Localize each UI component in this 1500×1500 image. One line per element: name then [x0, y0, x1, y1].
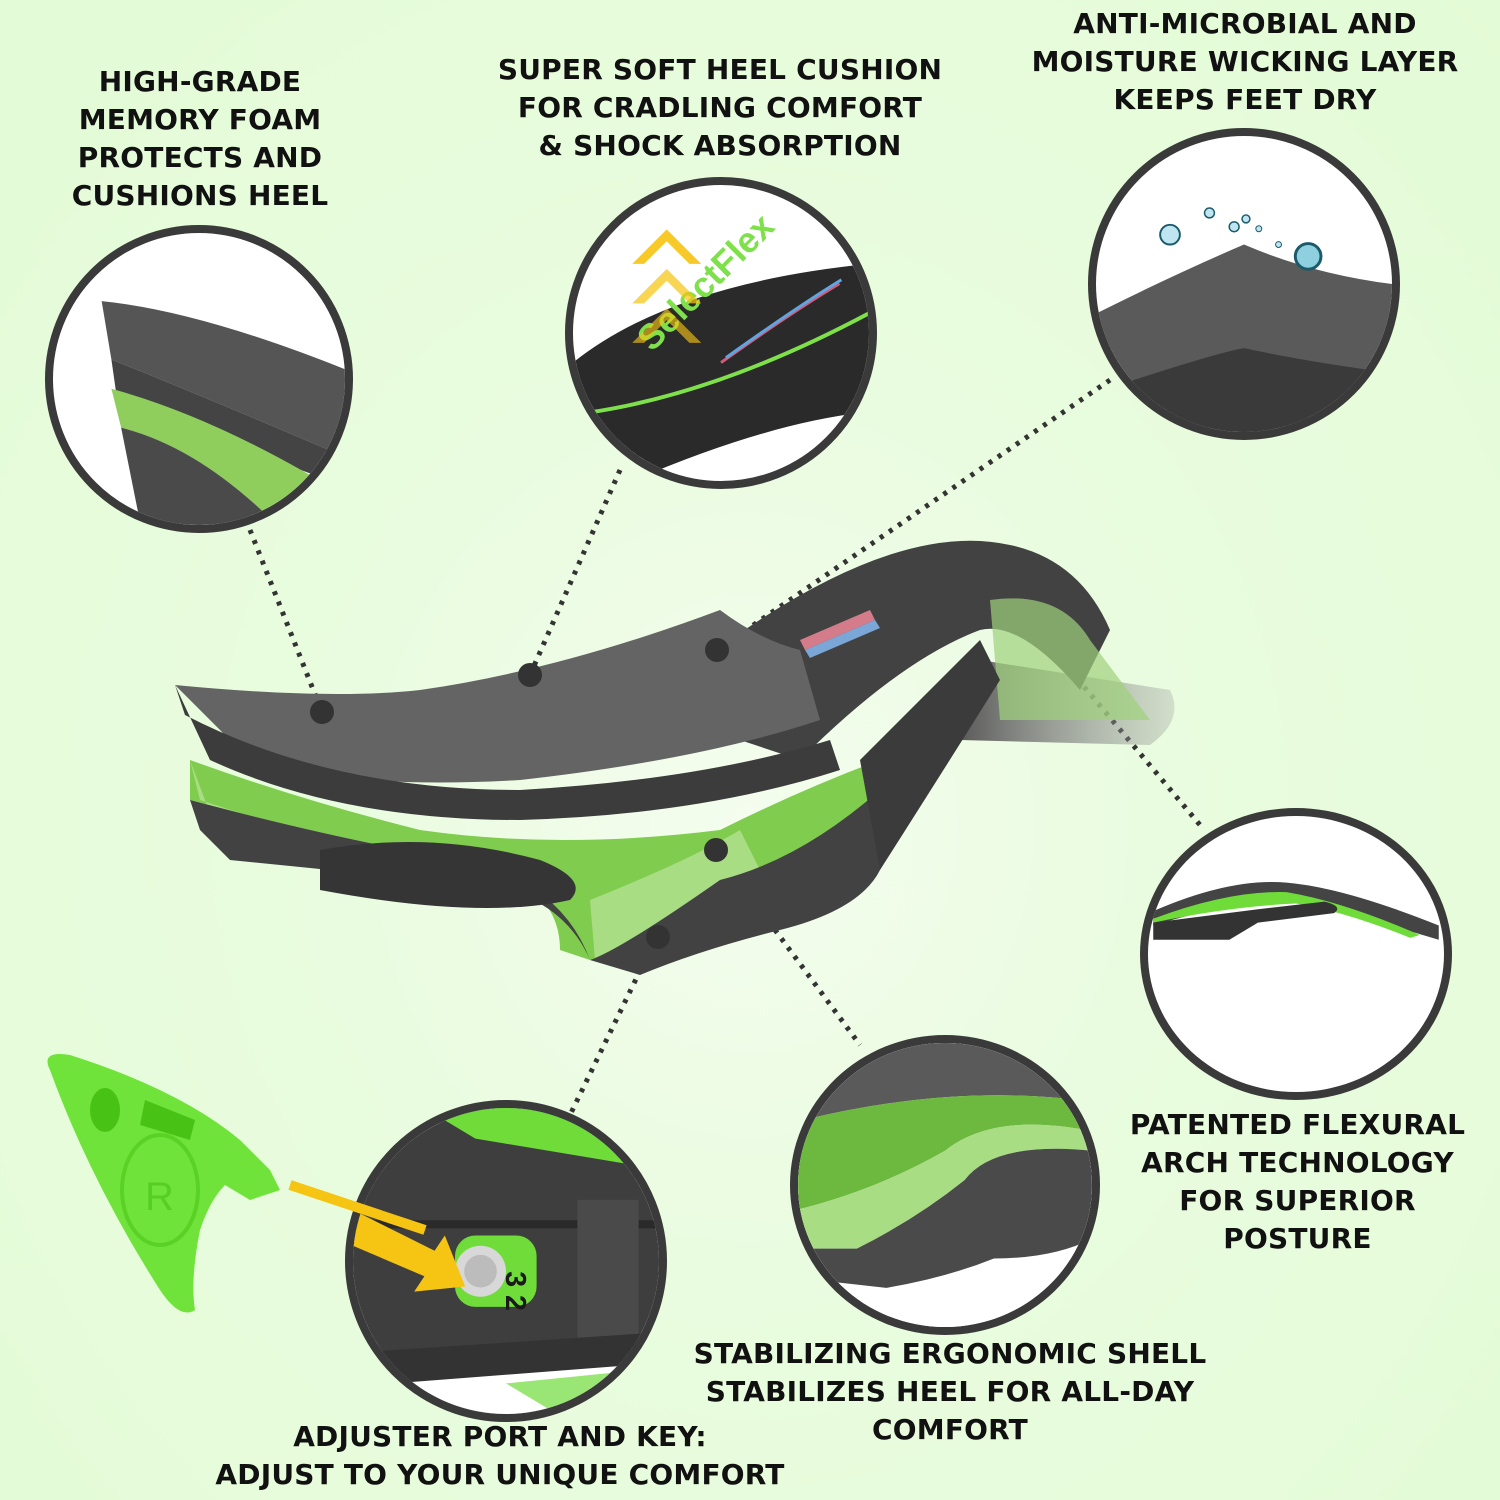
adjuster-dial: 3 2 — [455, 1235, 537, 1311]
moisture-layer-detail-circle — [1088, 128, 1400, 440]
heel-cushion-detail-circle: SelectFlex — [565, 177, 877, 489]
flexural-arch-detail-circle — [1140, 808, 1452, 1100]
callout-ergonomic-shell: STABILIZING ERGONOMIC SHELL STABILIZES H… — [693, 1337, 1207, 1446]
svg-text:R: R — [145, 1175, 174, 1219]
callout-heel-cushion: SUPER SOFT HEEL CUSHION FOR CRADLING COM… — [497, 53, 943, 162]
pointer-arrow-icon — [288, 1180, 427, 1235]
adjuster-key-icon: R — [47, 1054, 280, 1313]
adjuster-port-detail-circle: 3 2 — [345, 1100, 667, 1422]
callout-adjuster-port: ADJUSTER PORT AND KEY: ADJUST TO YOUR UN… — [215, 1420, 785, 1491]
svg-text:3 2: 3 2 — [499, 1271, 531, 1311]
callout-anti-microbial: ANTI-MICROBIAL AND MOISTURE WICKING LAYE… — [1031, 7, 1459, 116]
memory-foam-detail-circle — [45, 225, 353, 533]
callout-memory-foam: HIGH-GRADE MEMORY FOAM PROTECTS AND CUSH… — [71, 65, 329, 212]
callout-flexural-arch: PATENTED FLEXURAL ARCH TECHNOLOGY FOR SU… — [1129, 1108, 1466, 1255]
ergonomic-shell-detail-circle — [790, 1035, 1100, 1335]
